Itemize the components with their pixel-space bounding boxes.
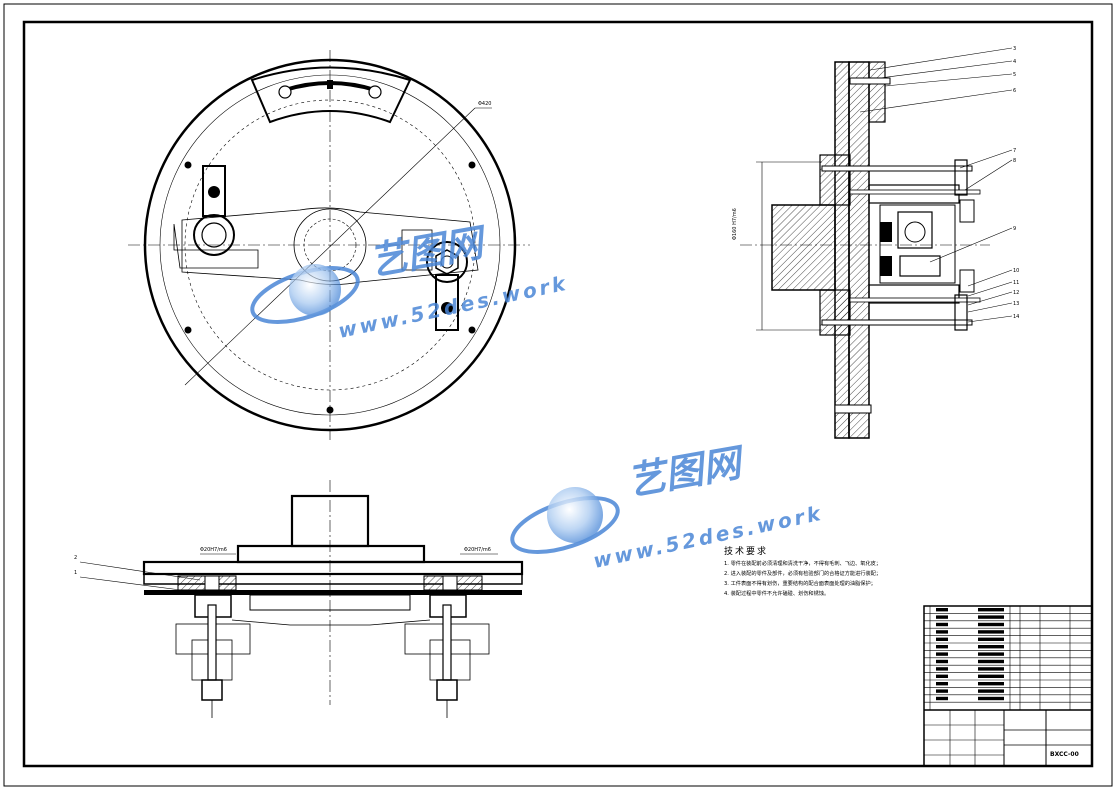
- pin-fit-right-label: Φ20H7/m6: [464, 547, 491, 553]
- watermark-brand-1: 艺图网: [366, 220, 491, 284]
- part-ref-3: 3: [1013, 46, 1017, 52]
- part-ref-14: 14: [1013, 314, 1020, 320]
- part-ref-4: 4: [1013, 59, 1017, 65]
- part-ref-9: 9: [1013, 226, 1017, 232]
- part-ref-6: 6: [1013, 88, 1017, 94]
- part-ref-13: 13: [1013, 301, 1020, 307]
- part-ref-10: 10: [1013, 268, 1020, 274]
- part-ref-11: 11: [1013, 280, 1020, 286]
- requirement-line: 3. 工件表面不得有划伤，重要结构的配合面表面处理的油脂保护；: [724, 581, 876, 587]
- requirement-line: 1. 零件在装配前必须清理和清洗干净，不得有毛刺、飞边、氧化皮；: [724, 561, 882, 567]
- part-ref-7: 7: [1013, 148, 1017, 154]
- pin-fit-left-label: Φ20H7/m6: [200, 547, 227, 553]
- requirement-line: 4. 装配过程中零件不允许磕碰、划伤和锈蚀。: [724, 591, 830, 597]
- side-diameter-label: Φ160 H7/m6: [732, 208, 738, 240]
- outer-diameter-label: Φ420: [478, 101, 492, 107]
- part-ref-5: 5: [1013, 72, 1017, 78]
- title-block: [923, 605, 1093, 767]
- side-view: [740, 47, 1013, 439]
- watermark: 艺图网 www.52des.work 艺图网 www.52des.work: [250, 220, 825, 573]
- front-view: [128, 50, 530, 440]
- part-ref-2: 2: [74, 555, 78, 561]
- drawing-code: BXCC-00: [1050, 751, 1079, 758]
- watermark-brand-2: 艺图网: [624, 440, 749, 504]
- part-ref-12: 12: [1013, 290, 1020, 296]
- part-ref-8: 8: [1013, 158, 1017, 164]
- bottom-view: [79, 480, 524, 718]
- technical-requirements: 技术要求 1. 零件在装配前必须清理和清洗干净，不得有毛刺、飞边、氧化皮； 2.…: [724, 544, 934, 599]
- outer-border: [3, 3, 1113, 787]
- technical-requirements-title: 技术要求: [724, 547, 769, 557]
- part-ref-1: 1: [74, 570, 78, 576]
- inner-border: [22, 20, 1094, 768]
- requirement-line: 2. 进入装配的零件及部件，必须有检验部门的合格证方能进行装配；: [724, 571, 882, 577]
